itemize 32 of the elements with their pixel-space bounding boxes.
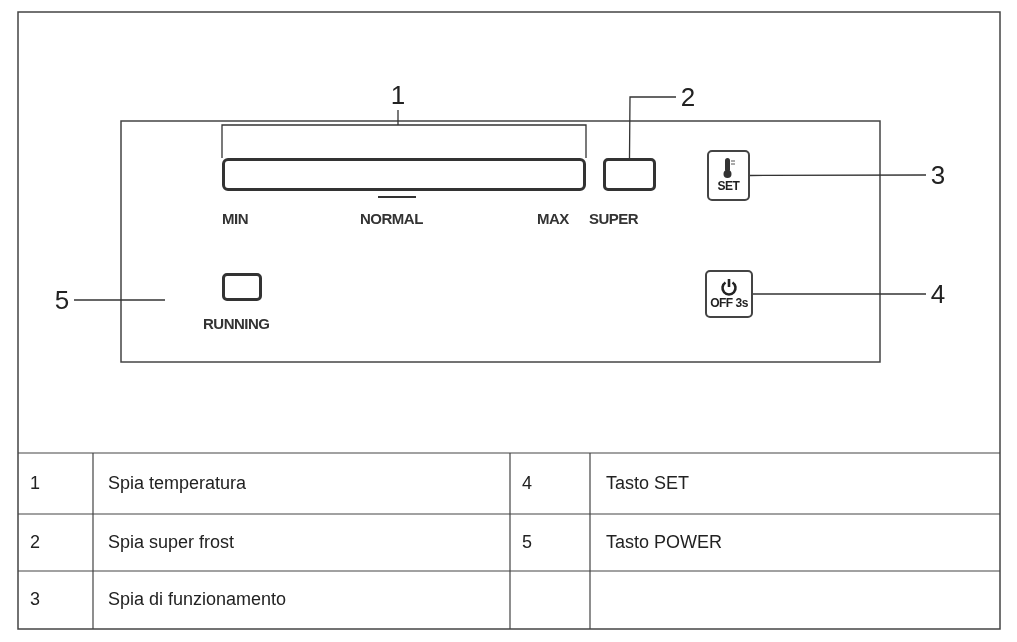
leader-line: [221, 109, 587, 159]
leader-line: [749, 174, 927, 177]
control-button: [707, 150, 750, 201]
panel-label: MIN: [222, 210, 248, 227]
item-description: Spia di funzionamento: [108, 589, 287, 610]
item-description: Spia temperatura: [108, 473, 247, 494]
item-description: Tasto SET: [606, 473, 690, 494]
leader-line: [628, 96, 677, 159]
leader-line: [73, 299, 166, 301]
panel-label: MAX: [537, 210, 569, 227]
item-number: 2: [30, 532, 40, 553]
panel-label: NORMAL: [360, 210, 423, 227]
item-number: 5: [522, 532, 532, 553]
leader-line: [752, 293, 927, 295]
panel-label: SUPER: [589, 210, 639, 227]
item-number: 3: [30, 589, 40, 610]
item-number: 4: [522, 473, 532, 494]
callout-number: 4: [926, 279, 950, 309]
item-description: Spia super frost: [108, 532, 235, 553]
panel-label: RUNNING: [203, 315, 270, 332]
callout-number: 5: [50, 285, 74, 315]
callout-number: 2: [676, 82, 700, 112]
item-number: 1: [30, 473, 40, 494]
item-description: Tasto POWER: [606, 532, 723, 553]
control-button: [705, 270, 753, 318]
callout-number: 3: [926, 160, 950, 190]
button-label: OFF 3s: [710, 295, 748, 311]
indicator-light: [222, 273, 262, 301]
indicator-light: [603, 158, 656, 191]
button-label: SET: [717, 179, 740, 194]
callout-number: 1: [384, 80, 412, 110]
temperature-bar: [222, 158, 586, 191]
